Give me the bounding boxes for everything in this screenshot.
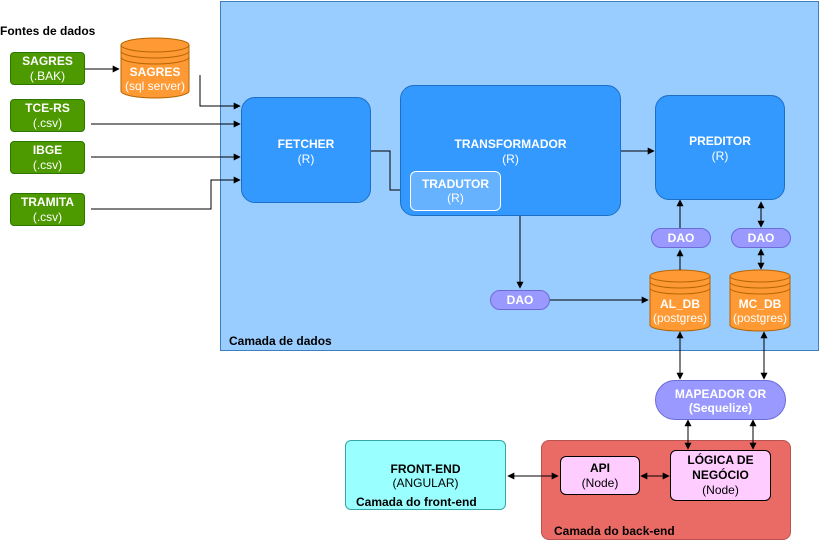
- frontend-layer: [345, 440, 506, 510]
- mapeador-sub: (Sequelize): [688, 401, 753, 415]
- al-db: AL_DB (postgres): [650, 297, 710, 325]
- frontend-layer-label: Camada do front-end: [356, 495, 477, 509]
- logica-name-1: LÓGICA DE: [687, 453, 754, 467]
- tradutor-box: TRADUTOR (R): [410, 171, 501, 211]
- sources-title: Fontes de dados: [0, 24, 96, 38]
- dao-preditor-right: DAO: [731, 228, 791, 248]
- fetcher-sub: (R): [297, 152, 315, 166]
- sagres-db-cylinder: [120, 37, 190, 99]
- source-ibge: IBGE (.csv): [10, 141, 85, 174]
- mc-db-cylinder: [729, 269, 791, 332]
- arrow-fetcher-to-tradutor: [371, 150, 410, 194]
- mc-db-name: MC_DB: [738, 297, 782, 311]
- mapeador-name: MAPEADOR OR: [674, 387, 767, 401]
- api-sub: (Node): [581, 475, 619, 490]
- source-sagres: SAGRES (.BAK): [10, 52, 85, 85]
- api-name: API: [589, 460, 610, 475]
- source-sagres-format: (.BAK): [29, 68, 66, 83]
- preditor-box: PREDITOR (R): [655, 95, 785, 200]
- sagres-db-name: SAGRES: [129, 65, 181, 79]
- mapeador-box: MAPEADOR OR (Sequelize): [655, 380, 786, 420]
- source-tce-rs-name: TCE-RS: [25, 100, 70, 115]
- source-tramita: TRAMITA (.csv): [10, 193, 85, 226]
- mc-db-sub: (postgres): [732, 311, 788, 325]
- al-db-sub: (postgres): [652, 311, 708, 325]
- preditor-name: PREDITOR: [689, 134, 751, 148]
- logica-name-2: NEGÓCIO: [692, 468, 749, 482]
- logica-sub: (Node): [702, 483, 739, 497]
- source-tramita-name: TRAMITA: [20, 194, 75, 209]
- frontend-box: FRONT-END (ANGULAR): [345, 462, 506, 490]
- frontend-sub: (ANGULAR): [392, 476, 459, 490]
- source-tramita-format: (.csv): [32, 209, 63, 224]
- arrow-tramita-to-fetcher: [91, 176, 241, 210]
- dao-transformador: DAO: [490, 290, 550, 310]
- dao-preditor-left: DAO: [651, 228, 711, 248]
- source-tce-rs-format: (.csv): [32, 115, 63, 130]
- transformador-sub: (R): [502, 152, 519, 166]
- fetcher-name: FETCHER: [277, 137, 335, 151]
- source-ibge-name: IBGE: [32, 142, 63, 157]
- frontend-name: FRONT-END: [390, 462, 461, 476]
- source-tce-rs: TCE-RS (.csv): [10, 99, 85, 132]
- arrow-db-to-fetcher: [199, 75, 241, 110]
- data-layer-label: Camada de dados: [229, 334, 332, 348]
- api-box: API (Node): [560, 456, 640, 495]
- mc-db: MC_DB (postgres): [730, 297, 790, 325]
- sagres-db: SAGRES (sql server): [121, 65, 189, 93]
- logica-box: LÓGICA DE NEGÓCIO (Node): [670, 450, 771, 501]
- transformador-name: TRANSFORMADOR: [454, 137, 567, 151]
- source-sagres-name: SAGRES: [22, 53, 73, 68]
- fetcher-box: FETCHER (R): [241, 97, 371, 203]
- tradutor-sub: (R): [447, 191, 464, 205]
- tradutor-name: TRADUTOR: [421, 177, 490, 191]
- sagres-db-sub: (sql server): [124, 79, 185, 93]
- preditor-sub: (R): [711, 149, 729, 163]
- source-ibge-format: (.csv): [32, 157, 63, 172]
- backend-layer-label: Camada do back-end: [554, 524, 675, 538]
- al-db-cylinder: [649, 269, 711, 332]
- al-db-name: AL_DB: [659, 297, 700, 311]
